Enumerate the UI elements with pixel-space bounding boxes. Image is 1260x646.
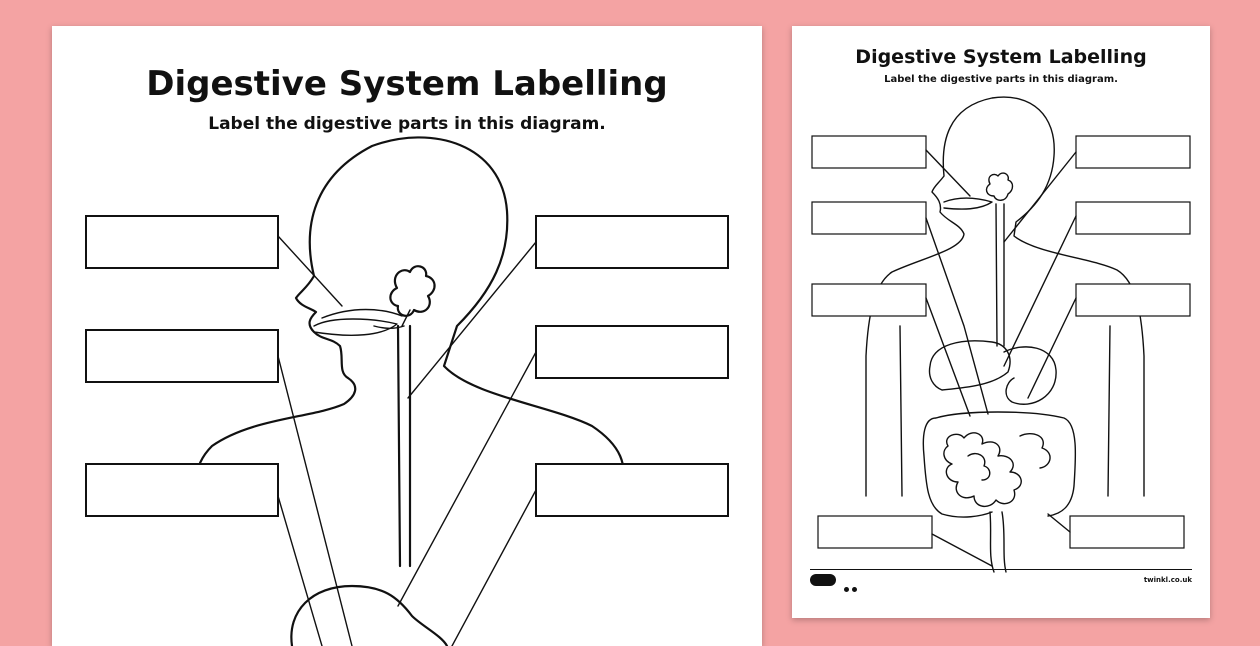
- leader-line: [925, 149, 971, 197]
- worksheet-page-preview: Digestive System Labelling Label the dig…: [792, 26, 1210, 618]
- leader-line: [1027, 297, 1077, 399]
- leader-line: [277, 355, 353, 646]
- small-intestine: [943, 432, 1022, 507]
- esophagus: [995, 203, 1005, 347]
- leader-line: [925, 217, 989, 415]
- body-outline: [192, 136, 625, 488]
- leader-line: [1047, 513, 1071, 533]
- large-intestine: [922, 411, 1077, 518]
- label-box-left-1: [811, 135, 927, 169]
- rectum: [989, 511, 1007, 573]
- twinkl-logo-icon: [810, 574, 836, 586]
- leader-line: [931, 533, 993, 567]
- arm-line: [899, 325, 1111, 497]
- label-box-left-4: [817, 515, 933, 549]
- preview-title: Digestive System Labelling: [855, 46, 1147, 68]
- label-box-left-2: [811, 201, 927, 235]
- footer-divider: [810, 569, 1192, 570]
- label-box-right-2: [535, 325, 729, 379]
- salivary-duct: [373, 309, 411, 329]
- leader-line: [1003, 215, 1077, 367]
- worksheet-subtitle: Label the digestive parts in this diagra…: [208, 114, 606, 134]
- label-box-right-1: [1075, 135, 1191, 169]
- leader-line: [925, 297, 971, 417]
- preview-subtitle: Label the digestive parts in this diagra…: [884, 74, 1118, 85]
- footer-dots: [844, 577, 860, 596]
- worksheet-page-large: Digestive System Labelling Label the dig…: [52, 26, 762, 646]
- stomach: [290, 584, 449, 646]
- small-intestine-coil: [967, 452, 991, 481]
- dot-icon: [844, 587, 849, 592]
- leader-line: [277, 495, 323, 646]
- footer-url: twinkl.co.uk: [1143, 576, 1192, 584]
- label-box-left-3: [85, 463, 279, 517]
- stomach: [1003, 346, 1057, 405]
- label-box-right-1: [535, 215, 729, 269]
- leader-line: [407, 241, 537, 399]
- label-box-left-1: [85, 215, 279, 269]
- label-box-left-2: [85, 329, 279, 383]
- leader-line: [277, 235, 343, 307]
- leader-line: [451, 489, 537, 646]
- label-box-right-3: [535, 463, 729, 517]
- label-box-right-2: [1075, 201, 1191, 235]
- esophagus: [396, 324, 412, 568]
- small-intestine-coil: [1019, 432, 1051, 469]
- palate: [321, 308, 403, 319]
- tongue: [943, 197, 993, 210]
- salivary-gland: [389, 265, 436, 317]
- label-box-right-4: [1069, 515, 1185, 549]
- label-box-right-3: [1075, 283, 1191, 317]
- dot-icon: [852, 587, 857, 592]
- digestive-diagram-preview: [811, 96, 1191, 573]
- label-box-left-3: [811, 283, 927, 317]
- digestive-diagram-large: [85, 136, 729, 646]
- worksheet-title: Digestive System Labelling: [146, 64, 668, 104]
- liver: [928, 340, 1011, 391]
- leader-line: [1003, 151, 1077, 243]
- tongue: [313, 318, 398, 336]
- salivary-gland: [985, 172, 1014, 201]
- leader-line: [397, 351, 537, 607]
